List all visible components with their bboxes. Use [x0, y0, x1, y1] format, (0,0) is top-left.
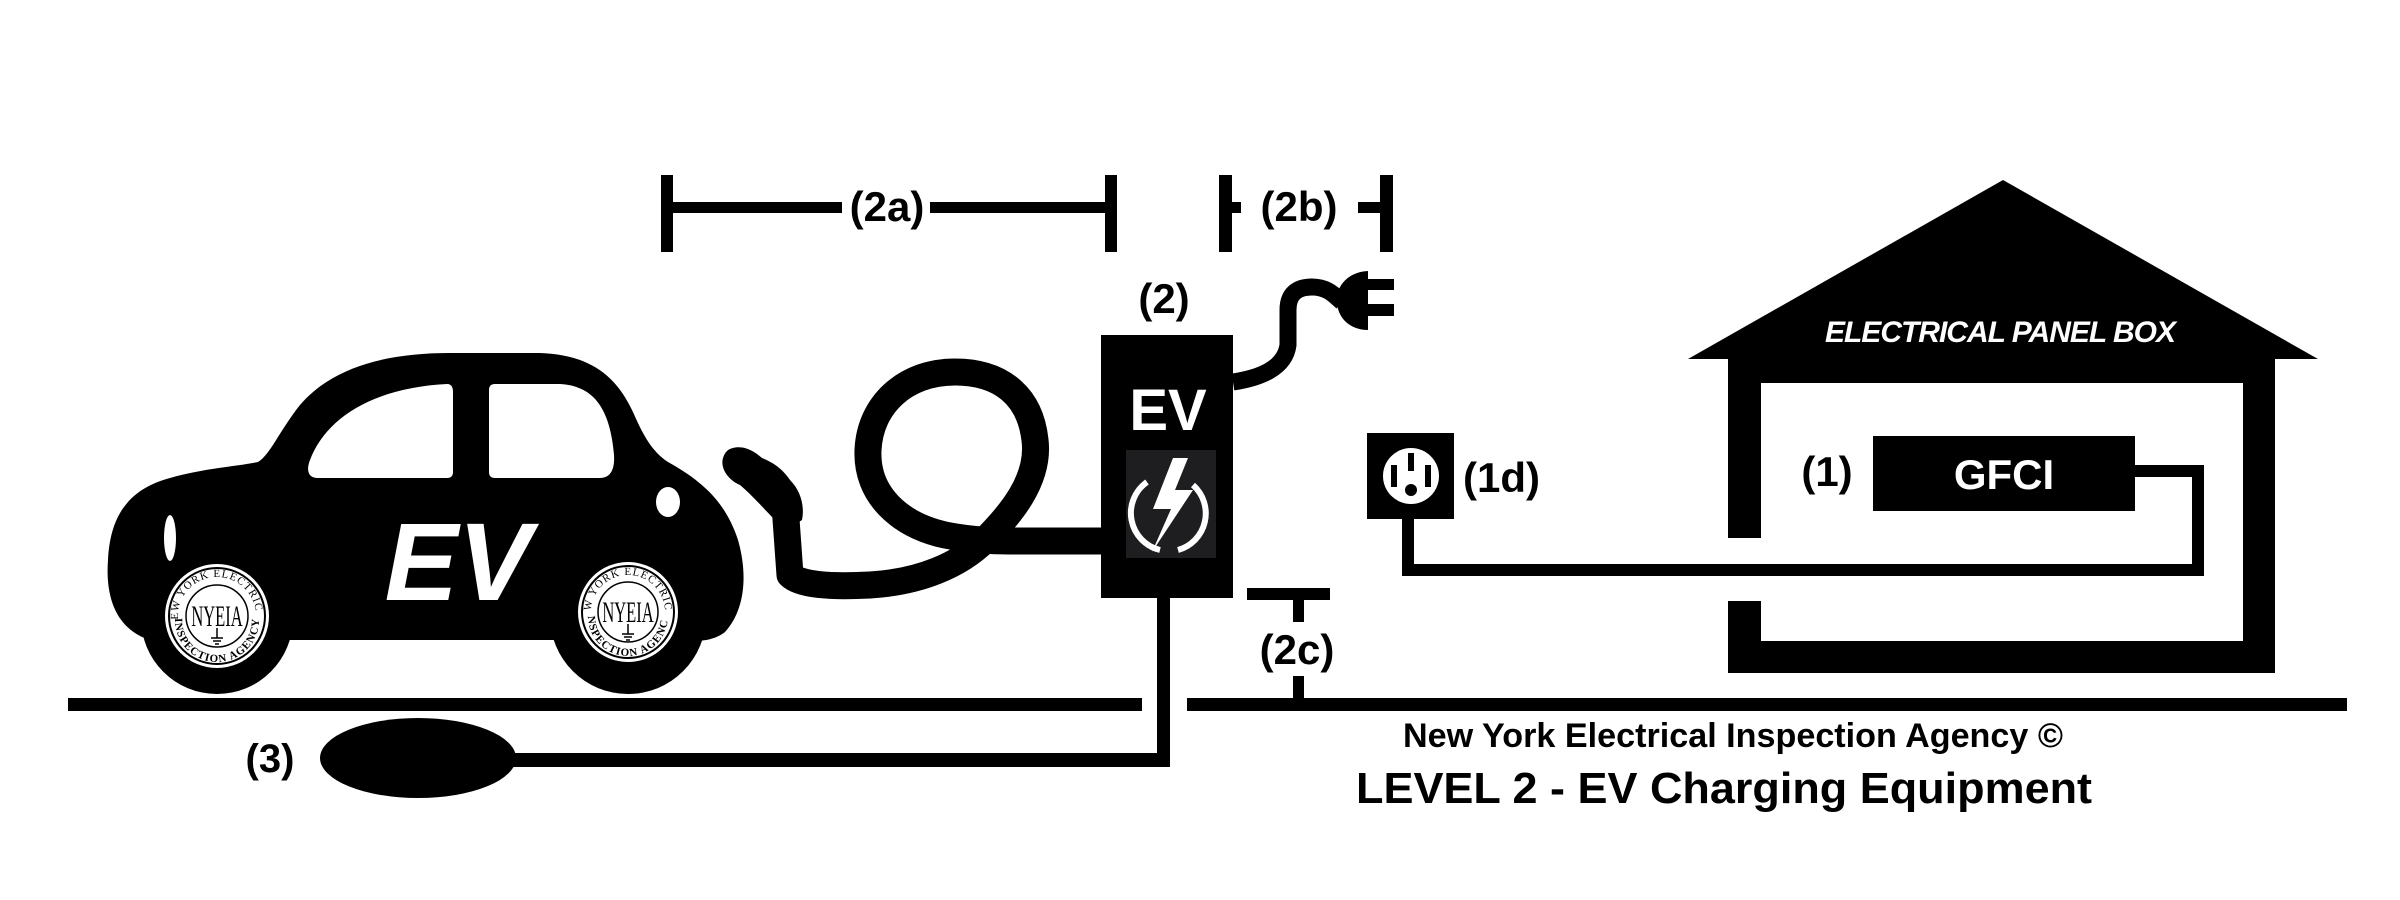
- rear-window: [308, 384, 453, 478]
- front-window: [489, 384, 615, 478]
- ground-wire-horizontal: [500, 753, 1170, 767]
- gfci-breaker: [1873, 436, 2135, 511]
- outlet-callout: (1d): [1463, 454, 1540, 501]
- gfci-wire-horizontal: [2135, 465, 2204, 477]
- dimension-2a: (2a): [661, 175, 1117, 252]
- panel-title: ELECTRICAL PANEL BOX: [1825, 316, 2178, 349]
- electric-car: EV NEW YORK ELECTRICAL INSPECTION AGENCY…: [107, 353, 744, 694]
- grounding-electrode: (3): [246, 718, 516, 798]
- cable-length-label: (2a): [850, 183, 925, 230]
- electrical-panel-house: ELECTRICAL PANEL BOX GFCI (1): [1688, 180, 2318, 673]
- credit-text: New York Electrical Inspection Agency ©: [1403, 717, 2063, 755]
- 240v-outlet-icon: [1383, 448, 1439, 504]
- branch-wire-vertical: [1402, 519, 1414, 576]
- rear-wheel-seal: NEW YORK ELECTRICAL INSPECTION AGENCY NY…: [165, 564, 269, 668]
- front-wheel-seal: NEW YORK ELECTRICAL INSPECTION AGENCY NY…: [578, 562, 678, 662]
- gfci-wire-vertical: [2192, 465, 2204, 576]
- ev-charger: (2) EV: [500, 271, 1394, 767]
- ground-line-right: [1187, 698, 2347, 711]
- house-wall-left-upper: [1728, 358, 1761, 538]
- branch-wire-horizontal: [1402, 564, 2204, 576]
- dimension-2b: (2b): [1219, 175, 1393, 252]
- car-ev-label: EV: [385, 501, 540, 624]
- tail-light: [164, 515, 176, 561]
- cable-coil: [771, 358, 1116, 600]
- power-cord: [1231, 278, 1348, 391]
- charger-ev-label: EV: [1129, 378, 1207, 443]
- charger-callout: (2): [1138, 275, 1189, 322]
- head-light: [656, 487, 680, 517]
- grounding-callout: (3): [246, 737, 295, 781]
- ground-rod-oval: [320, 718, 516, 798]
- lightning-bolt-icon: [1127, 458, 1209, 553]
- charging-cable: [722, 358, 1116, 600]
- house-wall-bottom: [1728, 641, 2275, 673]
- plug-icon: [1336, 271, 1394, 330]
- panel-callout: (1): [1801, 448, 1852, 495]
- ground-line-left: [68, 698, 1142, 711]
- cord-length-label: (2b): [1261, 183, 1338, 230]
- mount-height-label: (2c): [1260, 626, 1335, 673]
- dimension-2c: (2c): [1247, 588, 1334, 700]
- gfci-label: GFCI: [1954, 451, 2054, 498]
- seal-abbr: NYEIA: [191, 600, 243, 633]
- seal-abbr: NYEIA: [602, 596, 654, 629]
- diagram-title: LEVEL 2 - EV Charging Equipment: [1356, 764, 2092, 813]
- house-wall-left-lower: [1728, 601, 1761, 673]
- house-wall-top: [1728, 358, 2275, 383]
- ground-wire-vertical: [1157, 598, 1170, 767]
- house-wall-right: [2243, 358, 2275, 673]
- receptacle: (1d): [1367, 433, 2204, 576]
- house-roof: [1688, 180, 2318, 359]
